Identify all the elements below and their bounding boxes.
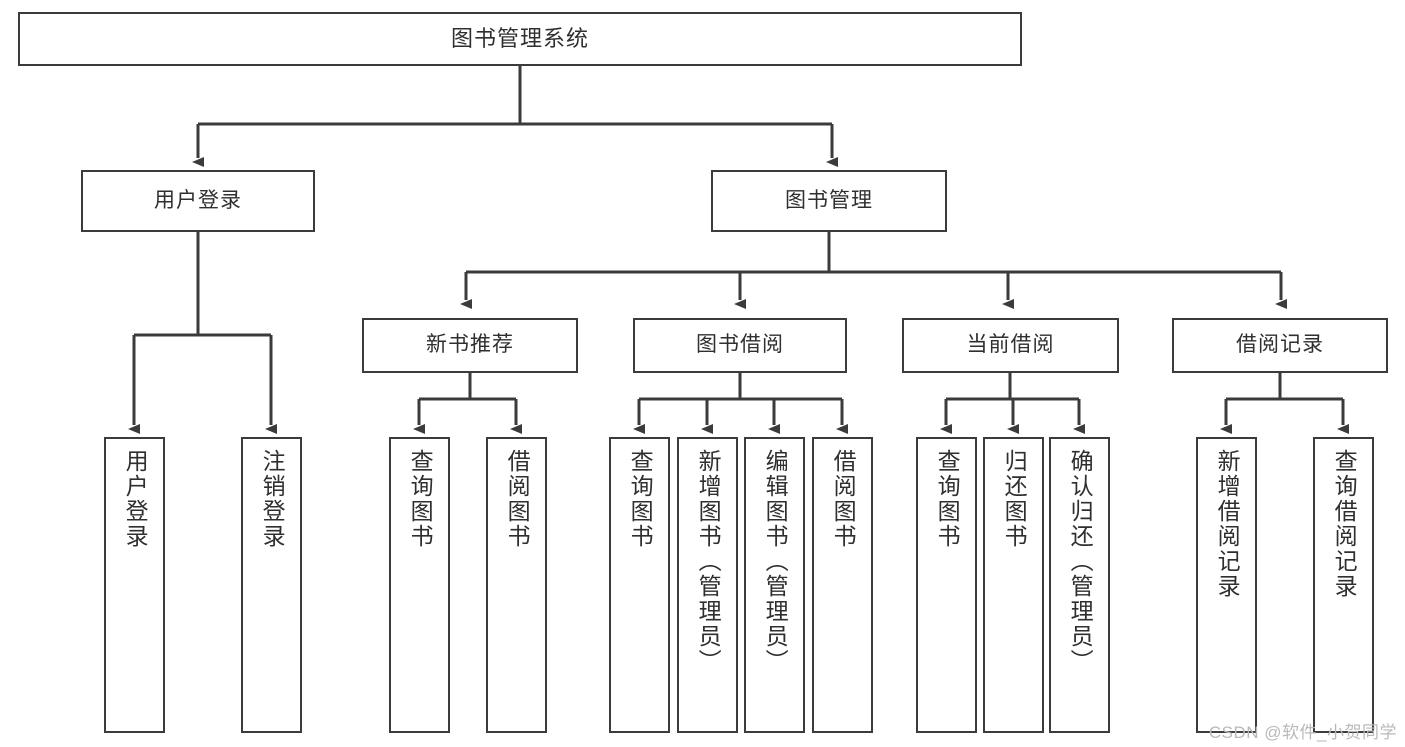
node-label: 确认归还（管理员） bbox=[1067, 449, 1094, 674]
node-label: 归还图书 bbox=[1001, 449, 1028, 549]
node-borrow-record[interactable]: 借阅记录 bbox=[1172, 318, 1388, 373]
leaf-borrow-book[interactable]: 借阅图书 bbox=[812, 437, 873, 733]
node-label: 新增借阅记录 bbox=[1214, 449, 1241, 599]
node-label: 编辑图书（管理员） bbox=[762, 449, 789, 674]
watermark-text: CSDN @软件_小贺同学 bbox=[1208, 723, 1397, 742]
node-current-borrow[interactable]: 当前借阅 bbox=[902, 318, 1119, 373]
leaf-query-borrow-record[interactable]: 查询借阅记录 bbox=[1313, 437, 1374, 733]
node-label: 用户登录 bbox=[122, 449, 149, 549]
leaf-query-book-recommend[interactable]: 查询图书 bbox=[389, 437, 450, 733]
node-label: 图书借阅 bbox=[696, 333, 784, 357]
leaf-add-book-admin[interactable]: 新增图书（管理员） bbox=[677, 437, 738, 733]
node-book-management[interactable]: 图书管理 bbox=[711, 170, 947, 232]
node-label: 新书推荐 bbox=[426, 333, 514, 357]
node-label: 借阅记录 bbox=[1236, 333, 1324, 357]
leaf-query-book-current[interactable]: 查询图书 bbox=[916, 437, 977, 733]
leaf-return-book[interactable]: 归还图书 bbox=[983, 437, 1044, 733]
node-label: 借阅图书 bbox=[830, 449, 857, 549]
node-label: 注销登录 bbox=[259, 449, 286, 549]
node-root-system[interactable]: 图书管理系统 bbox=[18, 12, 1022, 66]
node-label: 查询图书 bbox=[407, 449, 434, 549]
node-label: 用户登录 bbox=[154, 188, 242, 212]
node-label: 查询借阅记录 bbox=[1331, 449, 1358, 599]
node-label: 查询图书 bbox=[934, 449, 961, 549]
node-label: 图书管理 bbox=[785, 188, 873, 212]
leaf-user-login[interactable]: 用户登录 bbox=[104, 437, 165, 733]
node-book-borrow[interactable]: 图书借阅 bbox=[633, 318, 847, 373]
leaf-confirm-return-admin[interactable]: 确认归还（管理员） bbox=[1049, 437, 1110, 733]
node-new-book-recommend[interactable]: 新书推荐 bbox=[362, 318, 578, 373]
node-label: 当前借阅 bbox=[966, 333, 1055, 357]
leaf-borrow-book-recommend[interactable]: 借阅图书 bbox=[486, 437, 547, 733]
leaf-query-book-borrow[interactable]: 查询图书 bbox=[609, 437, 670, 733]
node-label: 新增图书（管理员） bbox=[695, 449, 722, 674]
node-label: 查询图书 bbox=[627, 449, 654, 549]
leaf-logout[interactable]: 注销登录 bbox=[241, 437, 302, 733]
node-label: 图书管理系统 bbox=[450, 26, 589, 52]
node-user-login[interactable]: 用户登录 bbox=[81, 170, 315, 232]
leaf-edit-book-admin[interactable]: 编辑图书（管理员） bbox=[744, 437, 805, 733]
leaf-add-borrow-record[interactable]: 新增借阅记录 bbox=[1196, 437, 1257, 733]
node-label: 借阅图书 bbox=[504, 449, 531, 549]
